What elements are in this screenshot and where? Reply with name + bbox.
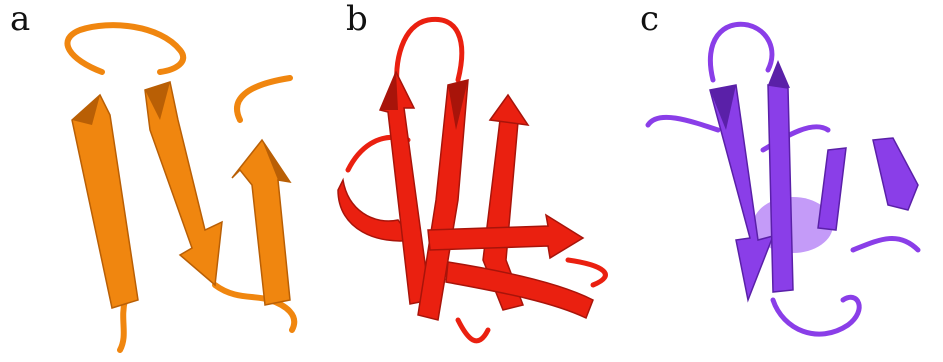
beta-strand-1	[710, 85, 773, 300]
loop-top	[710, 24, 772, 80]
beta-strand-2	[768, 85, 793, 292]
shade-1	[380, 72, 398, 110]
panel-a: a	[0, 0, 318, 362]
loop-bottom	[458, 320, 488, 341]
loop-right	[568, 260, 605, 285]
panel-c: c	[618, 0, 943, 362]
loop-bottom	[773, 297, 859, 334]
beta-strand-3	[818, 148, 846, 230]
loop-top	[67, 25, 183, 72]
beta-strand-1	[72, 95, 138, 308]
beta-strand-4	[873, 138, 918, 210]
panel-b: b	[318, 0, 618, 362]
protein-ribbon-a	[0, 0, 318, 362]
beta-strand-3	[232, 140, 290, 305]
loop-bottom-left	[120, 300, 125, 350]
loop-left	[648, 117, 718, 130]
protein-ribbon-b	[318, 0, 618, 362]
beta-strand-3-head	[490, 95, 528, 125]
loop-right-top	[237, 78, 290, 120]
protein-ribbon-c	[618, 0, 943, 362]
loop-bottom-right	[853, 238, 918, 250]
beta-strand-5	[446, 262, 593, 318]
